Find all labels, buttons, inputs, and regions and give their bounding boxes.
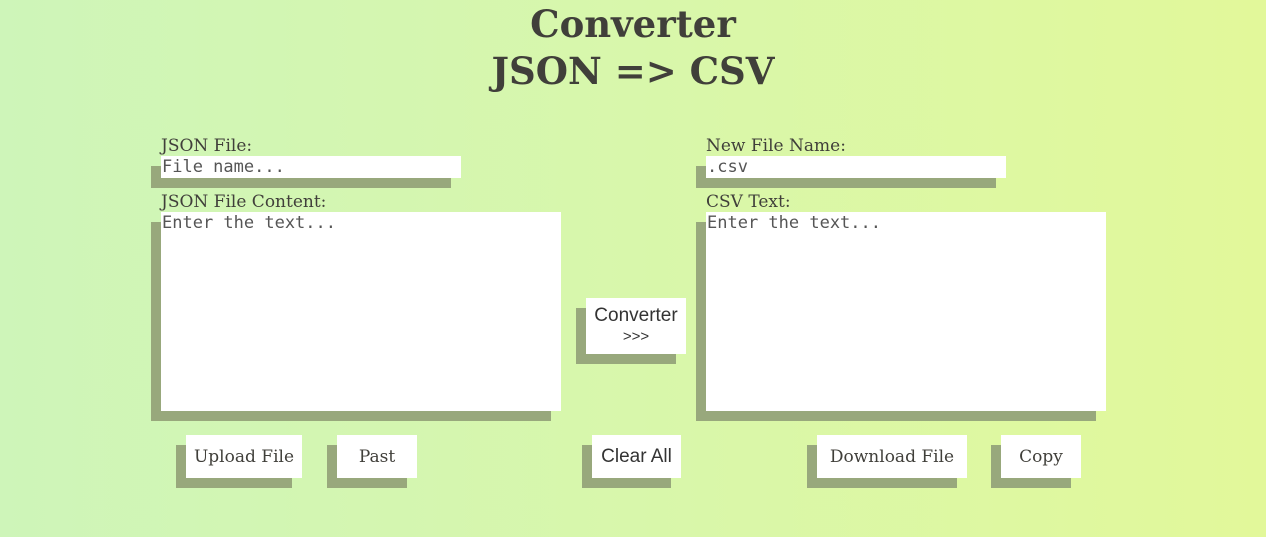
json-file-name-input[interactable] [161,156,461,178]
copy-button[interactable]: Copy [1001,435,1081,478]
page-title: Converter [530,2,736,46]
json-file-label: JSON File: [161,136,253,156]
new-file-name-input[interactable] [706,156,1006,178]
convert-button[interactable]: Converter >>> [586,298,686,354]
convert-button-label: Converter [594,305,678,326]
convert-arrows: >>> [622,328,650,345]
csv-text-textarea[interactable] [706,212,1106,411]
download-file-button[interactable]: Download File [817,435,967,478]
paste-button[interactable]: Past [337,435,417,478]
json-content-textarea[interactable] [161,212,561,411]
page-subtitle: JSON => CSV [491,49,775,93]
clear-all-button[interactable]: Clear All [592,435,681,478]
new-file-name-label: New File Name: [706,136,846,156]
csv-text-label: CSV Text: [706,192,791,212]
upload-file-button[interactable]: Upload File [186,435,302,478]
json-content-label: JSON File Content: [161,192,327,212]
